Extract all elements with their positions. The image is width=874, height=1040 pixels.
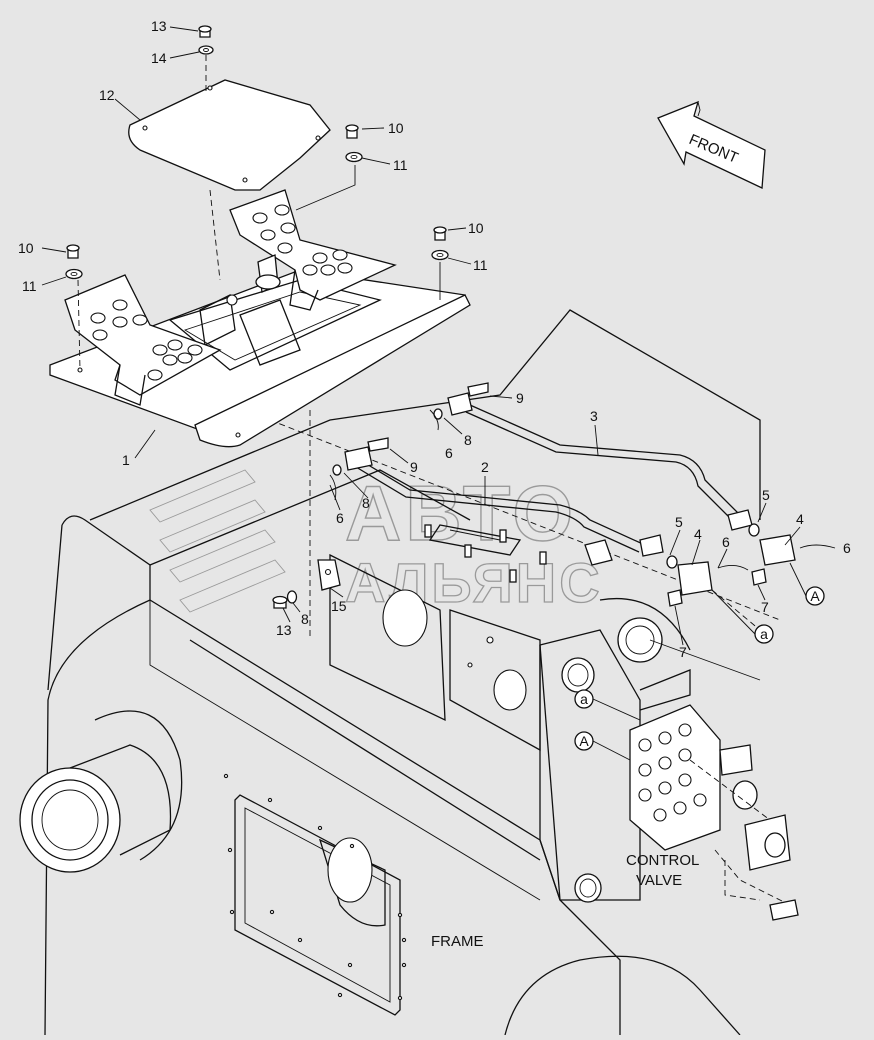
label-11-right: 11 bbox=[473, 257, 488, 273]
fasteners bbox=[65, 25, 449, 609]
label-4-right: 4 bbox=[796, 511, 804, 527]
label-9-mid: 9 bbox=[410, 459, 418, 475]
label-7-mid: 7 bbox=[679, 644, 687, 660]
svg-text:a: a bbox=[760, 626, 768, 642]
front-arrow: FRONT bbox=[657, 100, 766, 189]
label-13-top: 13 bbox=[151, 18, 167, 34]
watermark: АВТО АЛЬЯНС bbox=[149, 468, 600, 615]
label-4-mid: 4 bbox=[694, 526, 702, 542]
label-6-far: 6 bbox=[722, 534, 730, 550]
left-pedal bbox=[64, 274, 222, 406]
label-8-top: 8 bbox=[464, 432, 472, 448]
label-6-right: 6 bbox=[843, 540, 851, 556]
label-13-bottom: 13 bbox=[276, 622, 292, 638]
label-7-right: 7 bbox=[761, 599, 769, 615]
callout-A-valve: A bbox=[574, 731, 594, 751]
label-10-top: 10 bbox=[388, 120, 404, 136]
label-15: 15 bbox=[331, 598, 347, 614]
label-12: 12 bbox=[99, 87, 115, 103]
label-6-mid: 6 bbox=[336, 510, 344, 526]
svg-text:A: A bbox=[810, 588, 820, 604]
callout-A-upper: A bbox=[805, 586, 825, 606]
control-valve bbox=[629, 704, 799, 921]
part-numbers: 13 14 12 10 11 10 11 10 11 1 9 8 6 3 2 9… bbox=[18, 18, 851, 660]
label-3: 3 bbox=[590, 408, 598, 424]
linkage-rods bbox=[329, 382, 836, 631]
watermark-line1: АВТО bbox=[345, 469, 577, 557]
leader-lines bbox=[41, 26, 807, 761]
label-11-top: 11 bbox=[393, 157, 408, 173]
label-14: 14 bbox=[151, 50, 167, 66]
frame-label: FRAME bbox=[431, 933, 484, 950]
label-9-top: 9 bbox=[516, 390, 524, 406]
control-valve-label-line1: CONTROL bbox=[626, 852, 699, 869]
label-6-top: 6 bbox=[445, 445, 453, 461]
label-2: 2 bbox=[481, 459, 489, 475]
label-1: 1 bbox=[122, 452, 130, 468]
label-11-left: 11 bbox=[22, 278, 37, 294]
label-5-mid: 5 bbox=[675, 514, 683, 530]
callout-a-valve: a bbox=[574, 689, 594, 709]
right-pedal bbox=[229, 189, 397, 311]
svg-text:A: A bbox=[579, 733, 589, 749]
control-valve-label-line2: VALVE bbox=[636, 872, 682, 889]
label-5-right: 5 bbox=[762, 487, 770, 503]
label-8-bottom: 8 bbox=[301, 611, 309, 627]
callout-a-lower: a bbox=[754, 624, 774, 644]
svg-text:a: a bbox=[580, 691, 588, 707]
label-10-right: 10 bbox=[468, 220, 484, 236]
label-8-mid: 8 bbox=[362, 495, 370, 511]
cover-plate bbox=[128, 79, 331, 191]
frame bbox=[19, 309, 781, 1036]
label-10-left: 10 bbox=[18, 240, 34, 256]
